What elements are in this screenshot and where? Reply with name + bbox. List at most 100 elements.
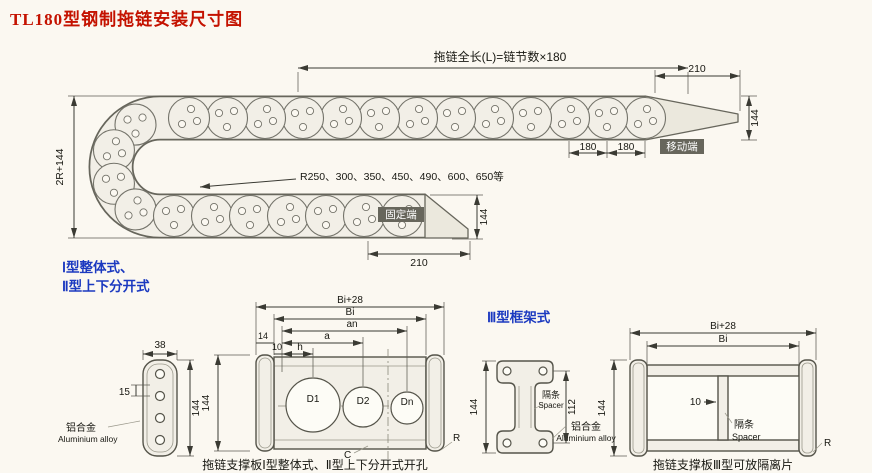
fixed-end-label: 固定端 xyxy=(385,208,417,221)
chain-link xyxy=(471,96,515,140)
chain-links xyxy=(92,96,667,238)
ibeam-hole xyxy=(502,438,512,448)
moving-end-label: 移动端 xyxy=(666,140,698,153)
link-hole xyxy=(139,208,148,217)
dim-144-ibeam-label: 144 xyxy=(469,398,480,415)
type3-heading: Ⅲ型框架式 xyxy=(487,309,551,325)
frame-caption: 拖链支撑板Ⅲ型可放隔离片 xyxy=(653,457,793,472)
link-hole xyxy=(161,206,171,216)
chain-link xyxy=(228,194,272,238)
ibeam-hole xyxy=(502,366,512,376)
link-hole xyxy=(214,108,224,118)
link-hole xyxy=(169,220,179,230)
link-hole xyxy=(352,217,362,227)
ibeam-hole xyxy=(538,366,548,376)
link-hole xyxy=(594,108,604,118)
section12-caption: 拖链支撑板Ⅰ型整体式、Ⅱ型上下分开式开孔 xyxy=(202,457,427,472)
dim-112-label: 112 xyxy=(567,399,578,415)
dim-38-label: 38 xyxy=(154,340,166,351)
link-hole xyxy=(101,174,111,183)
link-hole xyxy=(496,116,506,126)
frame-dim-144-label: 144 xyxy=(597,399,608,416)
link-hole xyxy=(442,108,452,118)
link-hole xyxy=(361,202,371,212)
dim-180-left-label: 180 xyxy=(580,142,597,153)
ibeam-material-label-en: Aluminium alloy xyxy=(556,433,616,443)
chain-link xyxy=(167,96,211,140)
dim-144-section12-label: 144 xyxy=(201,394,212,411)
frame-spacer-label-cn: 隔条 xyxy=(734,418,754,431)
chain-link xyxy=(319,96,363,140)
type12-section-view: Bi+28 Bi an a 14 h 10 144 D1 D2 Dn C R 拖… xyxy=(201,295,460,472)
link-hole xyxy=(209,202,219,212)
link-hole xyxy=(457,106,467,116)
material-label-en: Aluminium alloy xyxy=(58,434,118,444)
frame-dim-bi28-label: Bi+28 xyxy=(710,321,736,332)
chain-link xyxy=(114,188,157,231)
link-hole xyxy=(186,104,196,114)
chain-link xyxy=(152,194,196,238)
link-hole xyxy=(237,206,247,216)
link-hole xyxy=(176,204,186,214)
chain-link xyxy=(266,194,310,238)
link-hole xyxy=(291,214,301,224)
hole-d2-label: D2 xyxy=(357,396,370,407)
chain-link xyxy=(547,96,591,140)
ibeam-hole xyxy=(538,438,548,448)
frame-right-plate xyxy=(798,359,817,457)
frame-spacer-bar xyxy=(717,375,729,441)
dim-bi28-label: Bi+28 xyxy=(337,295,363,306)
moving-end-label-box xyxy=(660,139,704,154)
link-hole xyxy=(262,104,272,114)
dim-210-bottom-label: 210 xyxy=(410,257,428,269)
link-hole xyxy=(633,119,643,129)
link-hole xyxy=(526,122,536,132)
frame-bottom-rail xyxy=(646,439,800,452)
link-hole xyxy=(131,129,140,138)
dim-144-plate-label: 144 xyxy=(191,399,202,416)
link-hole xyxy=(321,220,331,230)
material-label-cn: 铝合金 xyxy=(66,421,96,434)
link-hole xyxy=(109,188,119,197)
link-hole xyxy=(328,204,338,214)
ibeam-outline xyxy=(496,360,554,454)
corner-r-label: R xyxy=(453,433,460,444)
side-plate-dimensions xyxy=(107,350,194,457)
hole-d1-label: D1 xyxy=(307,394,320,405)
hole-dn xyxy=(390,391,424,425)
dim-a-label: a xyxy=(324,331,330,342)
link-hole xyxy=(557,119,567,129)
dim-an-label: an xyxy=(346,319,357,330)
total-length-label: 拖链全长(L)=链节数×180 xyxy=(434,49,567,64)
right-side-plate xyxy=(425,354,445,452)
link-hole xyxy=(200,217,210,227)
link-hole xyxy=(124,211,133,220)
link-hole xyxy=(381,106,391,116)
link-hole xyxy=(566,104,576,114)
frame-left-plate xyxy=(629,359,648,457)
frame-dim-bi-label: Bi xyxy=(719,334,728,345)
link-hole xyxy=(268,116,278,126)
type12-note-line2: Ⅱ型上下分开式 xyxy=(62,278,150,294)
type3-frame-view: Bi+28 Bi 10 隔条 Spacer 144 R 拖链支撑板Ⅲ型可放隔离片 xyxy=(597,321,831,472)
link-hole xyxy=(481,119,491,129)
link-hole xyxy=(518,108,528,118)
chain-link xyxy=(623,96,667,140)
link-hole xyxy=(609,106,619,116)
dim-144-moving-label: 144 xyxy=(749,109,761,127)
frame-corner-r-label: R xyxy=(824,438,831,449)
link-hole xyxy=(290,108,300,118)
link-hole xyxy=(344,116,354,126)
page-title: TL180型钢制拖链安装尺寸图 xyxy=(10,10,244,29)
link-hole xyxy=(229,106,239,116)
link-hole xyxy=(123,115,132,124)
dim-144-fixed-label: 144 xyxy=(479,208,490,225)
dim-bi-label: Bi xyxy=(346,307,355,318)
link-hole xyxy=(405,119,415,129)
section-c-label: C xyxy=(344,450,351,461)
chain-link xyxy=(205,96,249,140)
link-hole xyxy=(222,122,232,132)
hole-d1 xyxy=(285,377,341,433)
chain-link xyxy=(357,96,401,140)
dim-14-label: 14 xyxy=(258,331,268,341)
